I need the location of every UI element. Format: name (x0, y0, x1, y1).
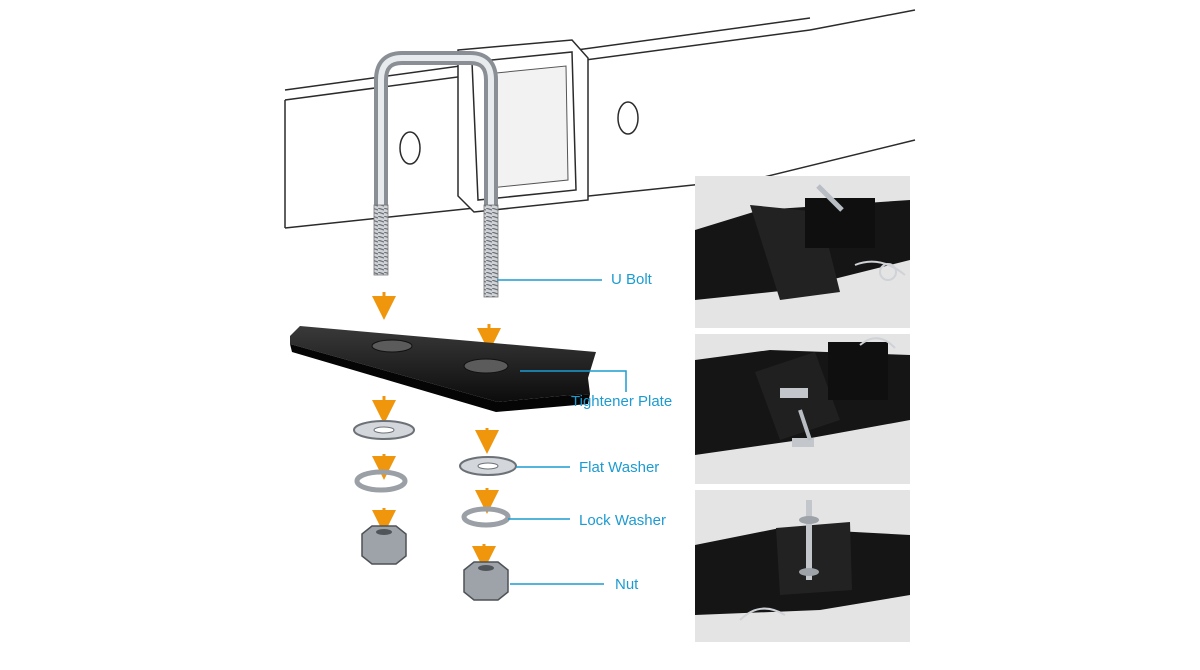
leader-tightener-plate (520, 370, 627, 392)
right-hex-nut (463, 561, 509, 601)
label-nut: Nut (615, 576, 639, 593)
label-flat-washer: Flat Washer (579, 459, 660, 476)
right-lock-washer (461, 506, 511, 528)
left-hardware-stack (353, 420, 415, 565)
left-lock-washer (354, 469, 408, 493)
label-u-bolt: U Bolt (611, 271, 652, 288)
plate-slot-left (371, 339, 413, 353)
right-hardware-stack (459, 456, 517, 601)
callout-leaders (497, 279, 627, 585)
install-photo-2 (695, 334, 910, 484)
assembly-arrows (372, 292, 501, 570)
install-photo-3 (695, 490, 910, 642)
u-bolt (373, 51, 499, 298)
install-photo-1 (695, 176, 910, 328)
u-bolt-right-thread (483, 204, 499, 298)
u-bolt-left-thread (373, 204, 389, 276)
left-hex-nut (361, 525, 407, 565)
plate-slot-right (463, 358, 509, 374)
label-tightener-plate: Tightener Plate (571, 393, 673, 410)
label-lock-washer: Lock Washer (579, 512, 666, 529)
tightener-plate (290, 326, 596, 412)
